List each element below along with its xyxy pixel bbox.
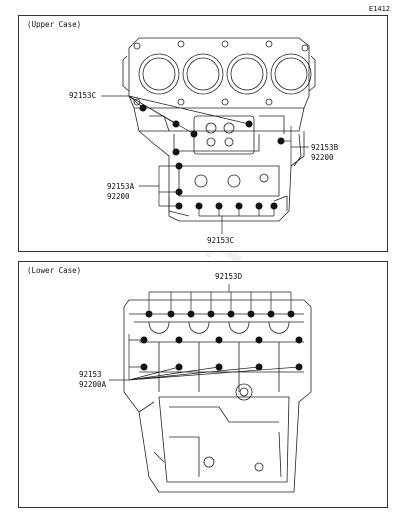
lower-case-drawing [109, 284, 312, 493]
cylinder-bore-1 [138, 53, 180, 95]
part-label-92153c-top: 92153C [69, 91, 97, 100]
lower-case-panel: (Lower Case) [18, 261, 388, 508]
cylinder-bore-4 [270, 53, 312, 95]
upper-case-title: (Upper Case) [27, 20, 82, 29]
part-label-92153c-bottom: 92153C [207, 236, 235, 245]
part-label-92200a: 92200A [79, 380, 107, 389]
upper-deck-outline [128, 37, 310, 109]
upper-case-drawing [101, 37, 316, 234]
upper-case-panel: (Upper Case) [18, 15, 388, 252]
part-label-92200-upper-right: 92200 [311, 153, 334, 162]
central-oil-block [193, 115, 255, 155]
part-label-92153-lower: 92153 [79, 370, 102, 379]
part-label-92200-upper-left: 92200 [107, 192, 130, 201]
part-label-92153a: 92153A [107, 182, 135, 191]
part-label-92153d: 92153D [215, 272, 243, 281]
cylinder-bore-2 [182, 53, 224, 95]
part-label-92153b: 92153B [311, 143, 339, 152]
cylinder-bore-3 [226, 53, 268, 95]
oil-pan-area [158, 396, 290, 483]
lower-case-title: (Lower Case) [27, 266, 82, 275]
diagram-code: E1412 [368, 5, 390, 13]
lower-case-outline [123, 299, 312, 493]
